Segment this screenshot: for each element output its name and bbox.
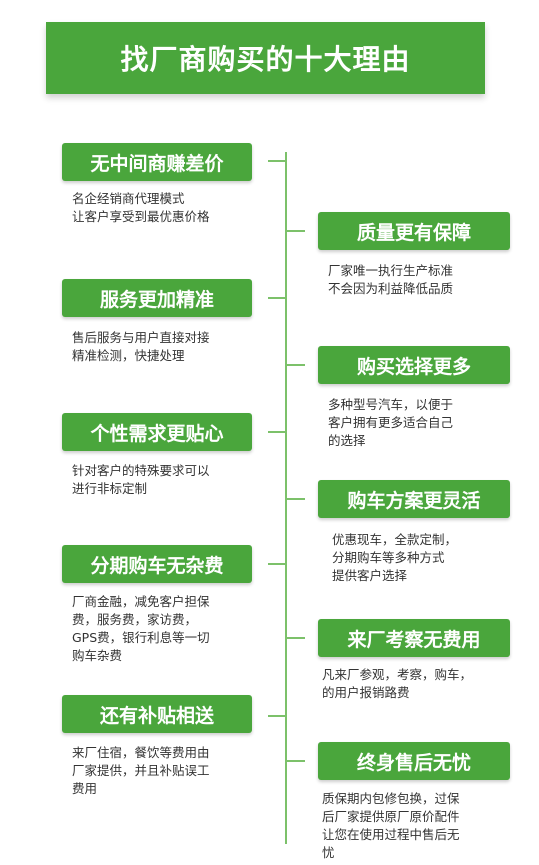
- reason-description: 售后服务与用户直接对接 精准检测，快捷处理: [72, 330, 210, 363]
- timeline-connector: [287, 364, 305, 366]
- reason-label: 购车方案更灵活: [318, 480, 510, 518]
- reason-description: 针对客户的特殊要求可以 进行非标定制: [72, 463, 210, 496]
- reason-label: 终身售后无忧: [318, 742, 510, 780]
- reason-label: 来厂考察无费用: [318, 619, 510, 657]
- reason-description: 厂商金融，减免客户担保 费，服务费，家访费， GPS费，银行利息等一切 购车杂费: [72, 594, 210, 663]
- reason-label: 还有补贴相送: [62, 695, 252, 733]
- timeline-connector: [268, 431, 286, 433]
- reason-description: 名企经销商代理模式 让客户享受到最优惠价格: [72, 191, 210, 224]
- reason-description: 凡来厂参观，考察，购车， 的用户报销路费: [322, 667, 473, 700]
- reason-label: 质量更有保障: [318, 212, 510, 250]
- timeline-axis: [285, 152, 287, 844]
- timeline-connector: [268, 563, 286, 565]
- timeline-connector: [287, 760, 305, 762]
- reason-label: 无中间商赚差价: [62, 143, 252, 181]
- reason-label: 购买选择更多: [318, 346, 510, 384]
- timeline-connector: [287, 498, 305, 500]
- page-title: 找厂商购买的十大理由: [46, 22, 485, 94]
- reason-description: 厂家唯一执行生产标准 不会因为利益降低品质: [328, 263, 454, 296]
- timeline-connector: [268, 160, 286, 162]
- reason-description: 优惠现车，全款定制， 分期购车等多种方式 提供客户选择: [332, 532, 458, 583]
- timeline-connector: [287, 637, 305, 639]
- timeline-connector: [287, 230, 305, 232]
- timeline-connector: [268, 297, 286, 299]
- reason-label: 分期购车无杂费: [62, 545, 252, 583]
- reason-description: 质保期内包修包换，过保 后厂家提供原厂原价配件 让您在使用过程中售后无 忧: [322, 791, 460, 860]
- reason-description: 来厂住宿，餐饮等费用由 厂家提供，并且补贴误工 费用: [72, 745, 210, 796]
- reason-label: 个性需求更贴心: [62, 413, 252, 451]
- reason-label: 服务更加精准: [62, 279, 252, 317]
- timeline-connector: [268, 715, 286, 717]
- reason-description: 多种型号汽车，以便于 客户拥有更多适合自己 的选择: [328, 397, 454, 448]
